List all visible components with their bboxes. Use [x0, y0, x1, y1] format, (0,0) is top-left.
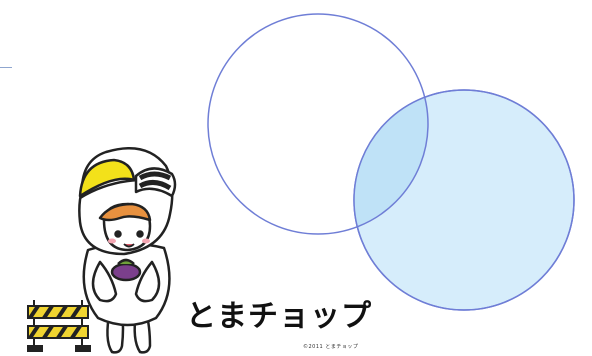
- copyright-text: ©2011 とまチョップ: [303, 344, 359, 350]
- venn-diagram: [207, 13, 575, 311]
- overlap-region: [354, 90, 428, 234]
- brand-name: とまチョップ: [186, 299, 372, 334]
- mascot-character: [78, 146, 177, 354]
- circle-left: [207, 13, 429, 235]
- edge-dash: [0, 67, 12, 68]
- construction-barrier-icon: [27, 300, 91, 352]
